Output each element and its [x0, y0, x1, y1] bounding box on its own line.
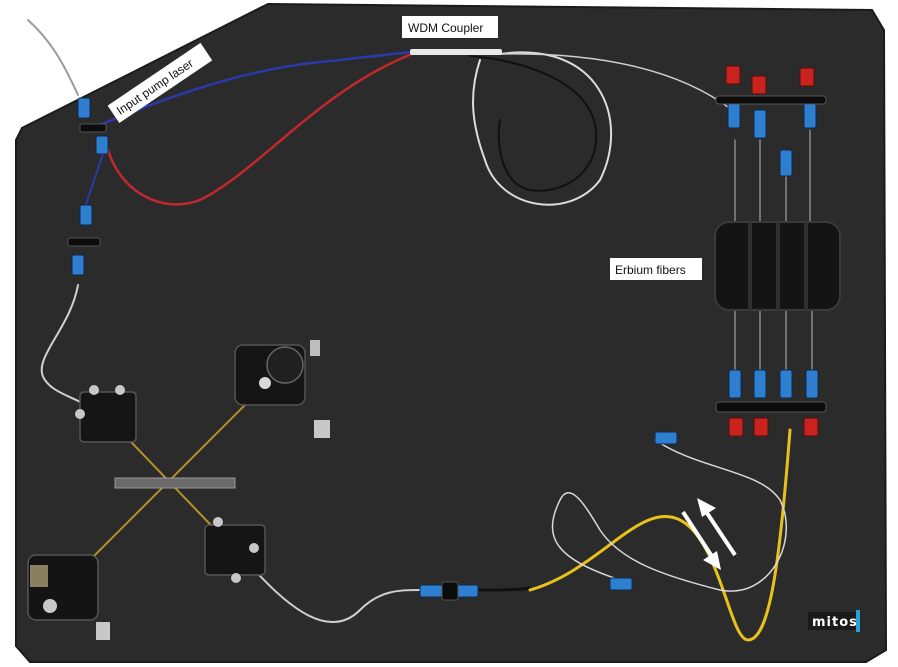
connector: [609, 577, 633, 591]
blue-fiber-lower: [85, 149, 105, 206]
cap: [751, 75, 767, 95]
connector: [95, 135, 109, 155]
sleeve-bar: [715, 95, 827, 105]
black-patch-fiber: [478, 586, 532, 592]
sleeve-bar: [67, 237, 101, 247]
cap: [803, 417, 819, 437]
spool-ring: [804, 222, 808, 310]
pump-input-fiber: [27, 19, 79, 96]
spool-ring: [776, 222, 780, 310]
connector: [753, 109, 767, 139]
red-fiber: [106, 52, 414, 206]
connector: [455, 584, 479, 598]
coupler-to-erbium-fiber: [499, 53, 733, 111]
coupler-black-loop: [469, 55, 598, 192]
connector: [77, 97, 91, 119]
connector: [728, 369, 742, 399]
wdm-coupler-body: [410, 49, 502, 55]
wdm-coupler-label: WDM Coupler: [402, 16, 498, 38]
erbium-upper-leads: [734, 129, 811, 226]
cap: [728, 417, 744, 437]
connector: [79, 204, 93, 226]
connector: [71, 254, 85, 276]
spool-ring: [748, 222, 752, 310]
lower-white-fiber: [249, 564, 421, 623]
output-white-loop: [551, 439, 787, 592]
connector: [779, 149, 793, 177]
blue-fiber: [98, 50, 414, 127]
fiber-network: [27, 19, 813, 642]
connector: [805, 369, 819, 399]
sleeve-bar: [715, 401, 827, 413]
wdm-coupler-label-text: WDM Coupler: [408, 21, 483, 35]
erbium-spool: [714, 221, 841, 311]
sleeve-bar: [441, 581, 459, 601]
blue-connectors: [71, 97, 819, 598]
connector: [753, 369, 767, 399]
mount-bottom-left: [27, 554, 110, 640]
connector: [779, 369, 793, 399]
logo-text: mitos: [812, 615, 858, 630]
erbium-lower-leads: [734, 309, 813, 371]
optical-breadboard: [15, 2, 888, 663]
cap: [753, 417, 769, 437]
mount-top-right: [234, 340, 330, 438]
sleeve-bar: [79, 123, 107, 133]
erbium-fibers-label: Erbium fibers: [610, 258, 702, 280]
connector: [419, 584, 443, 598]
connector: [654, 431, 678, 445]
double-arrow-icon: [681, 498, 737, 570]
mount-left: [75, 385, 137, 443]
mount-bottom-center: [204, 517, 266, 583]
erbium-fibers-label-text: Erbium fibers: [615, 263, 686, 277]
left-white-fiber: [40, 284, 93, 411]
cap: [725, 65, 741, 85]
mitos-logo: mitos: [808, 610, 860, 632]
red-caps: [725, 65, 819, 437]
mirror-mounts: [27, 340, 330, 640]
mating-sleeves: [67, 95, 827, 601]
coupler-white-loop: [472, 51, 613, 206]
yellow-fiber: [528, 428, 792, 642]
cap: [799, 67, 815, 87]
beam-splitter-bar: [114, 477, 236, 489]
